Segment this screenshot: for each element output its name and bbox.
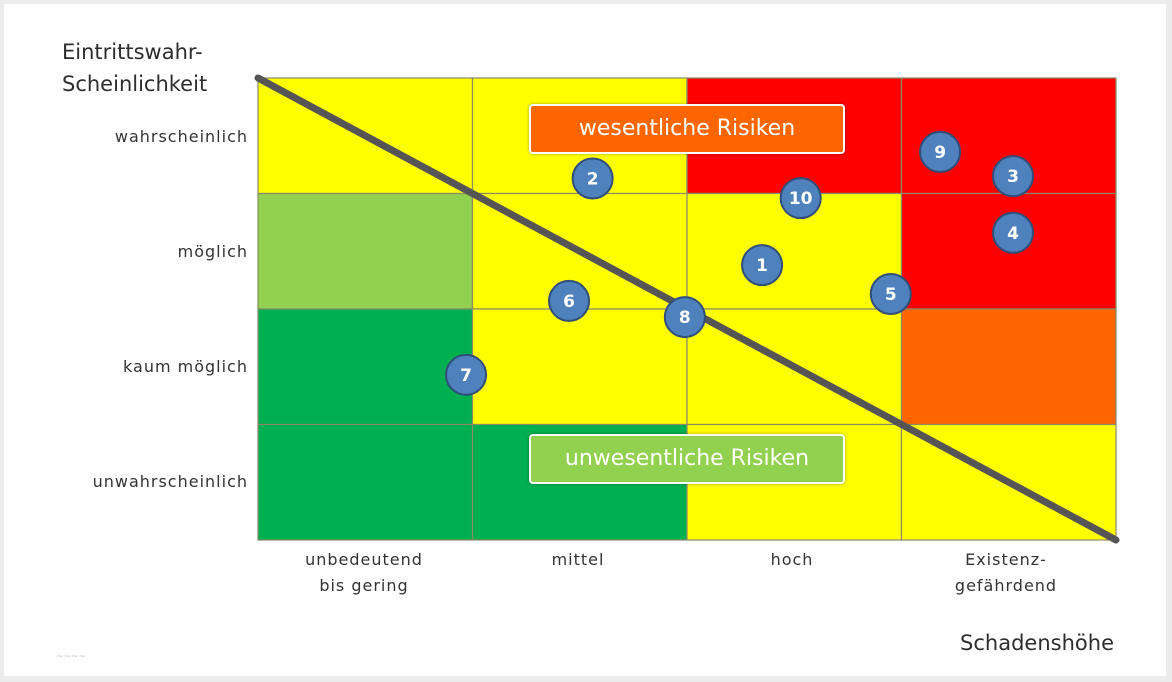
cell-r3-c0 (257, 423, 474, 541)
cell-r1-c0 (257, 192, 474, 310)
risk-marker-label-3: 3 (1007, 167, 1019, 187)
x-label-hoch: hoch (685, 547, 899, 573)
risk-marker-7 (445, 353, 488, 396)
y-axis-title-line-1: Eintrittswahr- (62, 40, 203, 64)
risk-marker-10 (779, 177, 822, 220)
risk-marker-label-5: 5 (885, 285, 897, 305)
risk-marker-label-1: 1 (756, 256, 768, 276)
risk-marker-label-4: 4 (1007, 224, 1019, 244)
x-label-existenzgefaehrdend: Existenz- gefährdend (899, 547, 1113, 599)
x-label-mittel: mittel (471, 547, 685, 573)
risk-marker-label-2: 2 (587, 169, 599, 189)
risk-marker-1 (741, 244, 784, 287)
x-label-hoch-line-1: hoch (770, 550, 814, 569)
x-label-unbedeutend-line-2: bis gering (319, 576, 409, 595)
risk-marker-label-8: 8 (679, 308, 691, 328)
cell-r2-c0 (257, 308, 474, 426)
zone-label-unwesentliche-risiken: unwesentliche Risiken (529, 434, 845, 484)
cell-r2-c1 (471, 308, 688, 426)
y-axis-title: Eintrittswahr- Scheinlichkeit (62, 36, 302, 100)
y-label-unwahrscheinlich: unwahrscheinlich (92, 472, 248, 491)
risk-marker-label-7: 7 (460, 366, 472, 386)
y-label-moeglich: möglich (177, 242, 248, 261)
cell-r2-c3 (900, 308, 1117, 426)
y-label-kaum-moeglich: kaum möglich (123, 357, 248, 376)
risk-matrix-chart: 1 2 3 4 5 6 7 8 9 10 (254, 74, 1120, 544)
x-label-existenz-line-2: gefährdend (954, 576, 1058, 595)
risk-marker-label-9: 9 (934, 143, 946, 163)
risk-marker-5 (869, 272, 912, 315)
chart-frame: 1 2 3 4 5 6 7 8 9 10 Eintrittswahr- Scheinlichkei… (4, 4, 1166, 676)
x-label-unbedeutend-line-1: unbedeutend (305, 550, 423, 569)
risk-marker-6 (548, 279, 591, 322)
x-label-mittel-line-1: mittel (551, 550, 605, 569)
risk-marker-label-10: 10 (789, 189, 813, 209)
x-label-unbedeutend: unbedeutend bis gering (257, 547, 471, 599)
x-axis-title: Schadenshöhe (960, 631, 1114, 655)
y-axis-title-line-2: Scheinlichkeit (62, 72, 208, 96)
risk-marker-2 (571, 157, 614, 200)
risk-marker-9 (919, 130, 962, 173)
zone-label-wesentliche-risiken: wesentliche Risiken (529, 104, 845, 154)
risk-marker-label-6: 6 (563, 292, 575, 312)
risk-marker-4 (992, 211, 1035, 254)
x-label-existenz-line-1: Existenz- (965, 550, 1047, 569)
risk-marker-3 (992, 155, 1035, 198)
y-label-wahrscheinlich: wahrscheinlich (114, 127, 248, 146)
footnote: ~~~~ (56, 652, 87, 662)
risk-marker-8 (663, 296, 706, 339)
